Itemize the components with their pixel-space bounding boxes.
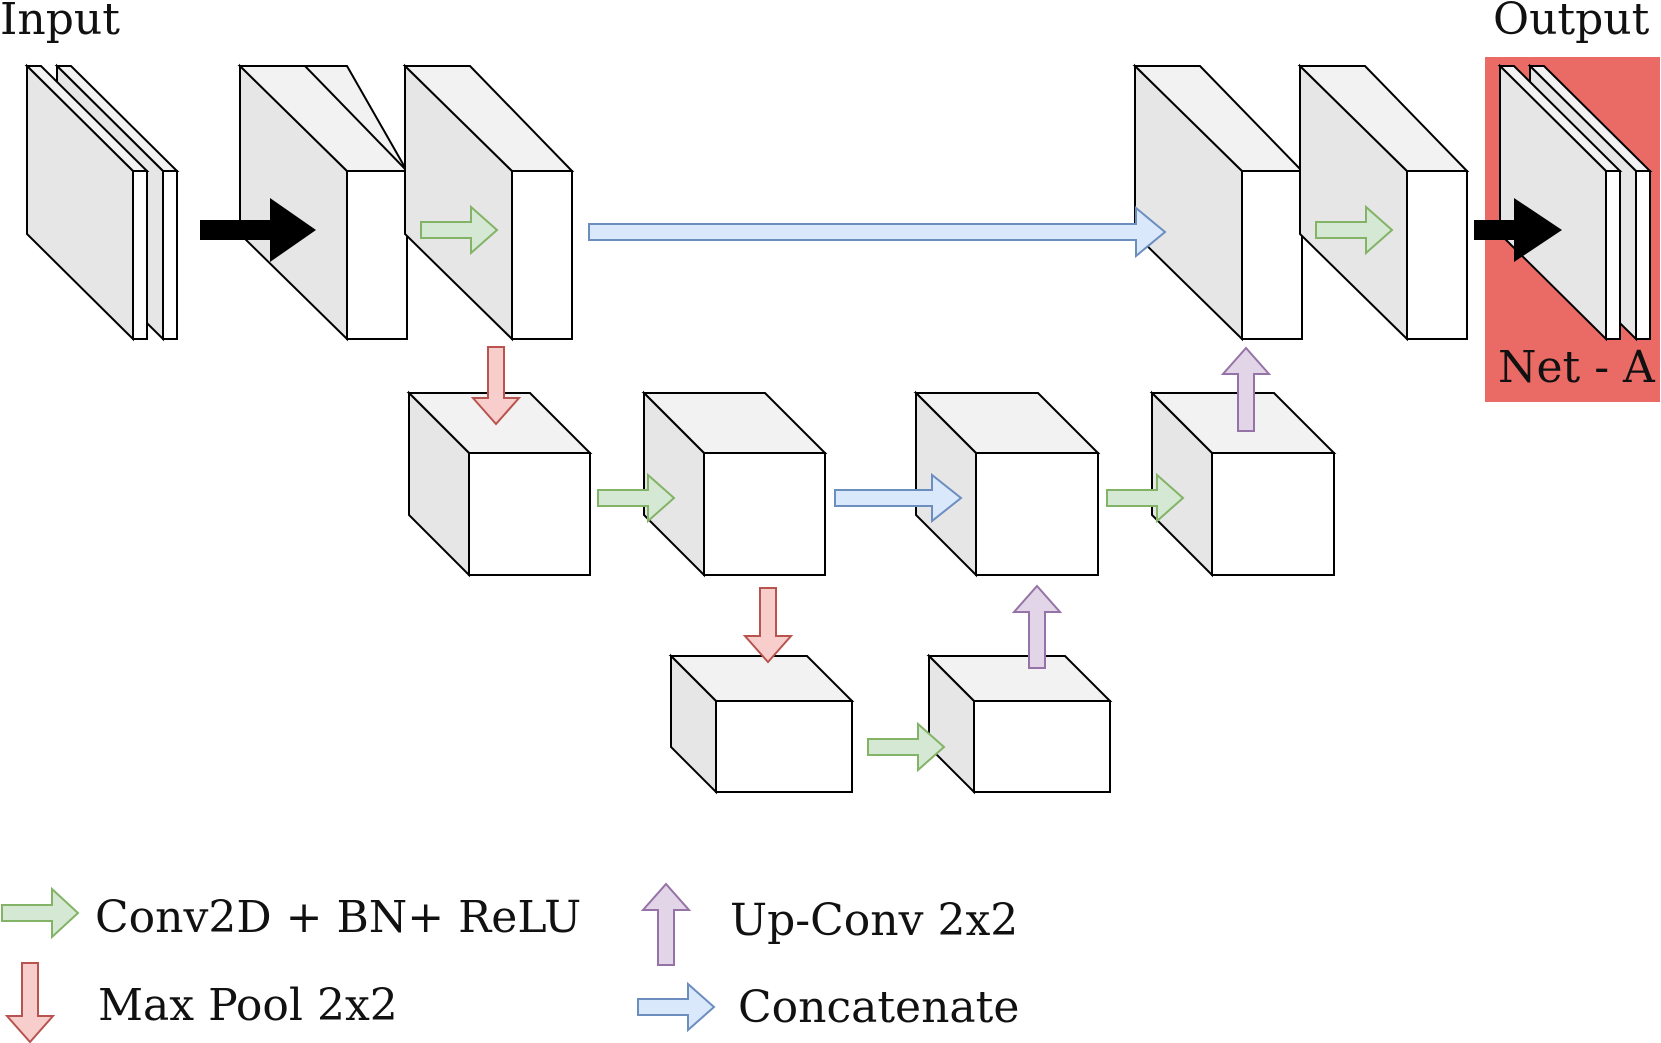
legend-maxpool-arrow bbox=[4, 962, 56, 1043]
net-badge-label: Net - A bbox=[1498, 342, 1656, 393]
concat-arrow bbox=[588, 205, 1167, 259]
bottleneck-block-b bbox=[926, 653, 1113, 795]
input-flow-arrow bbox=[200, 198, 316, 262]
legend-conv-label: Conv2D + BN+ ReLU bbox=[95, 892, 581, 943]
upconv-arrow bbox=[1011, 584, 1063, 669]
output-label: Output bbox=[1493, 0, 1650, 45]
bottleneck-block-a bbox=[668, 653, 855, 795]
maxpool-arrow bbox=[742, 587, 794, 664]
output-flow-arrow bbox=[1474, 198, 1562, 262]
legend-conv-arrow bbox=[1, 886, 80, 940]
input-label: Input bbox=[0, 0, 120, 45]
decoder-1-block-a bbox=[1132, 63, 1305, 342]
legend-maxpool-label: Max Pool 2x2 bbox=[98, 980, 398, 1031]
conv-arrow bbox=[597, 472, 676, 524]
decoder-2-cube-a bbox=[913, 390, 1101, 578]
conv-arrow bbox=[420, 204, 499, 256]
encoder-1-block-b bbox=[402, 63, 575, 342]
legend-concat-label: Concatenate bbox=[738, 982, 1019, 1033]
legend-upconv-label: Up-Conv 2x2 bbox=[730, 895, 1018, 946]
output-slab-front bbox=[1497, 63, 1623, 342]
upconv-arrow bbox=[1220, 346, 1272, 432]
encoder-2-cube-b bbox=[641, 390, 828, 578]
conv-arrow bbox=[1315, 204, 1394, 256]
concat-arrow bbox=[834, 472, 963, 524]
conv-arrow bbox=[1106, 472, 1185, 524]
encoder-2-cube-a bbox=[406, 390, 593, 578]
decoder-1-block-b bbox=[1297, 63, 1470, 342]
legend: Conv2D + BN+ ReLU Max Pool 2x2 Up-Conv 2… bbox=[1, 882, 1019, 1043]
maxpool-arrow bbox=[470, 346, 522, 426]
encoder-1-block-a bbox=[237, 63, 410, 342]
legend-upconv-arrow bbox=[640, 882, 692, 966]
input-slab-front bbox=[24, 63, 150, 342]
legend-concat-arrow bbox=[637, 981, 716, 1033]
conv-arrow bbox=[867, 721, 946, 773]
